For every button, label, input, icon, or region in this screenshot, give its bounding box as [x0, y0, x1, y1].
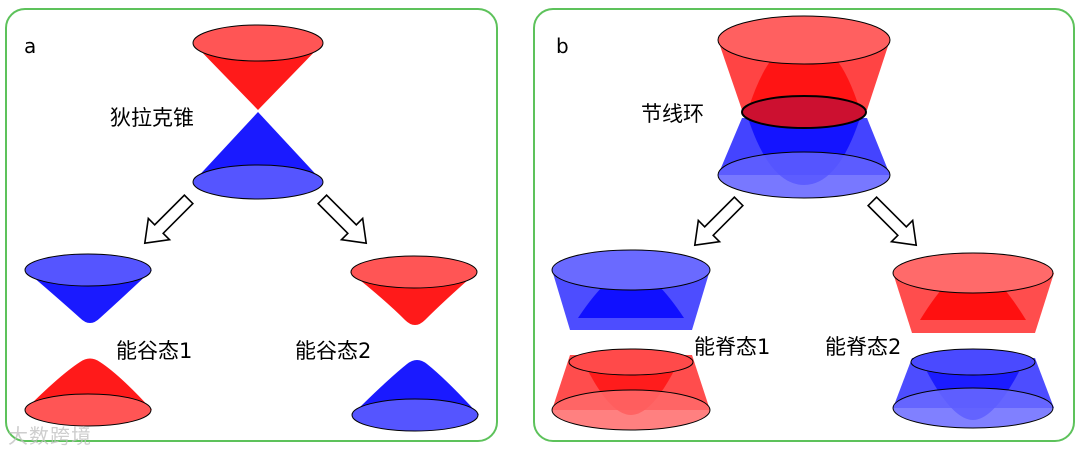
- nodal-ring-upper: [717, 15, 891, 110]
- panel-b-letter: b: [556, 34, 569, 58]
- valley2-blue-cone: [351, 360, 479, 432]
- panel-a-letter: a: [24, 34, 37, 58]
- arrow-right-b: [866, 195, 918, 247]
- arrow-left-b: [693, 195, 745, 247]
- dirac-cone-upper: [192, 24, 324, 110]
- ridge2-red-frustum: [892, 252, 1054, 333]
- valley1-blue-cone: [24, 253, 152, 323]
- ridge1-blue-frustum: [551, 249, 711, 330]
- ridge-state-1-label: 能脊态1: [694, 335, 771, 359]
- valley-state-1-label: 能谷态1: [116, 339, 193, 363]
- ridge2-blue-frustum: [892, 348, 1054, 429]
- nodal-line-ring-label: 节线环: [641, 102, 704, 126]
- valley2-red-cone: [350, 255, 478, 325]
- nodal-ring-lower: [717, 95, 891, 199]
- valley-state-2-label: 能谷态2: [295, 339, 372, 363]
- valley1-red-cone: [24, 358, 152, 427]
- dirac-cone-label: 狄拉克锥: [110, 106, 194, 130]
- arrow-left-a: [143, 193, 195, 245]
- watermark: 大数跨境: [8, 424, 92, 448]
- ridge-state-2-label: 能脊态2: [825, 335, 902, 359]
- dirac-cone-lower: [192, 112, 324, 200]
- ridge1-red-frustum: [551, 348, 711, 431]
- arrow-right-a: [316, 193, 368, 245]
